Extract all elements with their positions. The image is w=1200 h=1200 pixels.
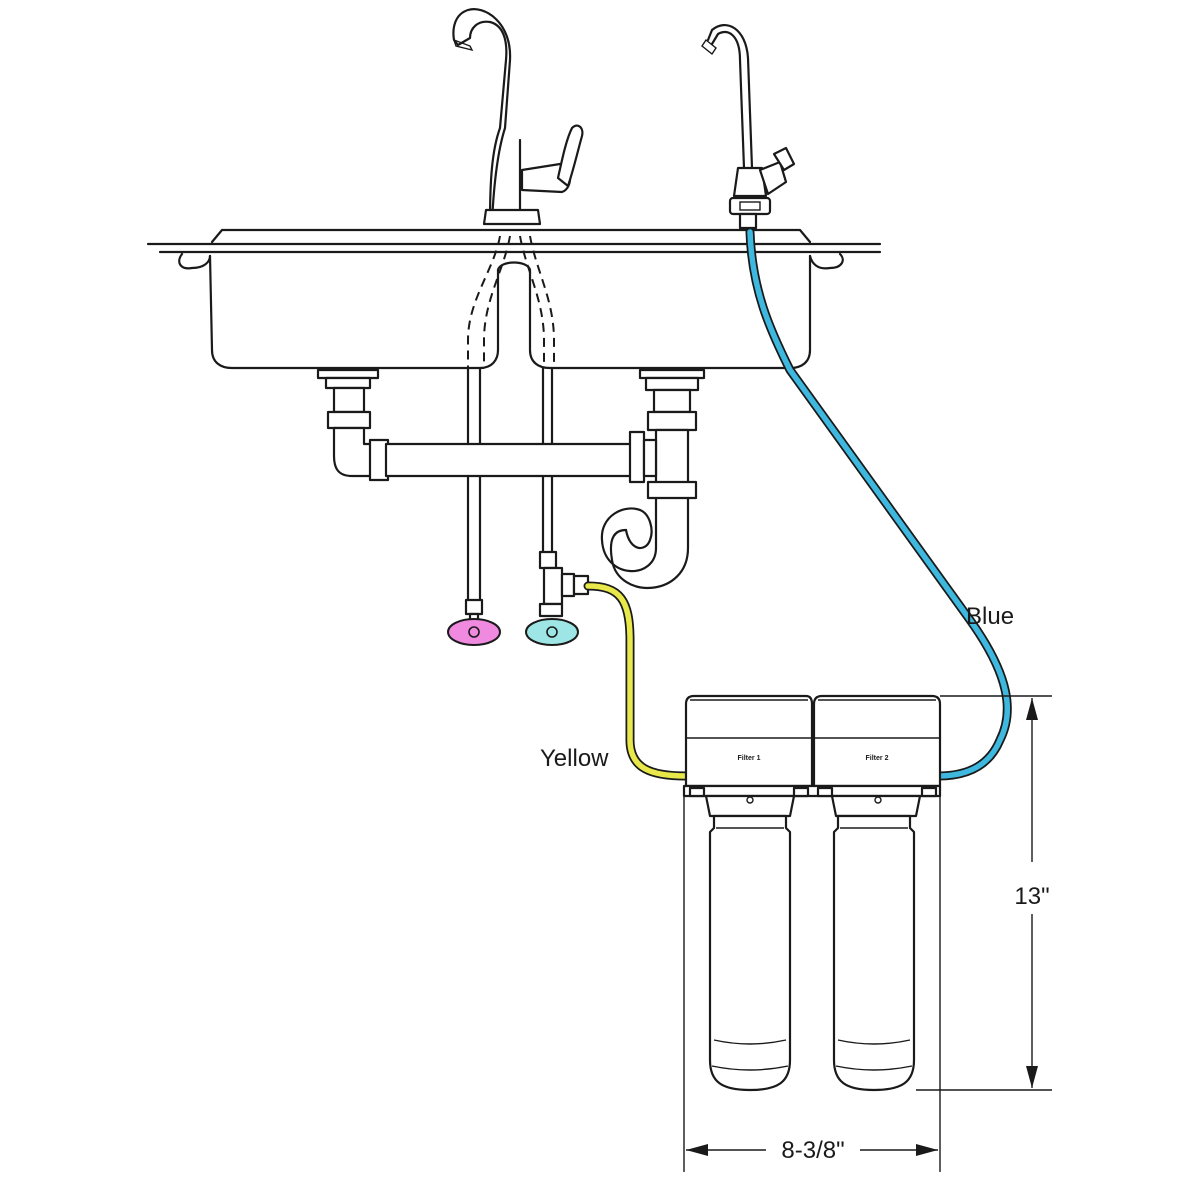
yellow-tube-label: Yellow bbox=[540, 745, 609, 772]
countertop bbox=[146, 228, 882, 254]
sink-basin bbox=[178, 252, 844, 370]
blue-tube-label: Blue bbox=[966, 603, 1014, 630]
blue-tube bbox=[745, 227, 1012, 781]
drain-plumbing bbox=[316, 368, 706, 590]
filter-system bbox=[682, 694, 942, 1092]
faucet-supply-lines bbox=[466, 235, 555, 602]
kitchen-faucet-icon bbox=[452, 8, 584, 226]
filter-2-label: Filter 2 bbox=[866, 755, 889, 762]
yellow-tube bbox=[583, 581, 691, 781]
hot-shutoff-valve-icon bbox=[447, 598, 501, 646]
filter-1-label: Filter 1 bbox=[738, 755, 761, 762]
width-dimension-label: 8-3/8" bbox=[781, 1137, 844, 1164]
cold-shutoff-valve-icon bbox=[525, 550, 590, 646]
height-dimension bbox=[916, 695, 1052, 1091]
drinking-water-faucet-icon bbox=[701, 24, 796, 230]
width-dimension bbox=[683, 796, 941, 1172]
height-dimension-label: 13" bbox=[1014, 883, 1049, 910]
